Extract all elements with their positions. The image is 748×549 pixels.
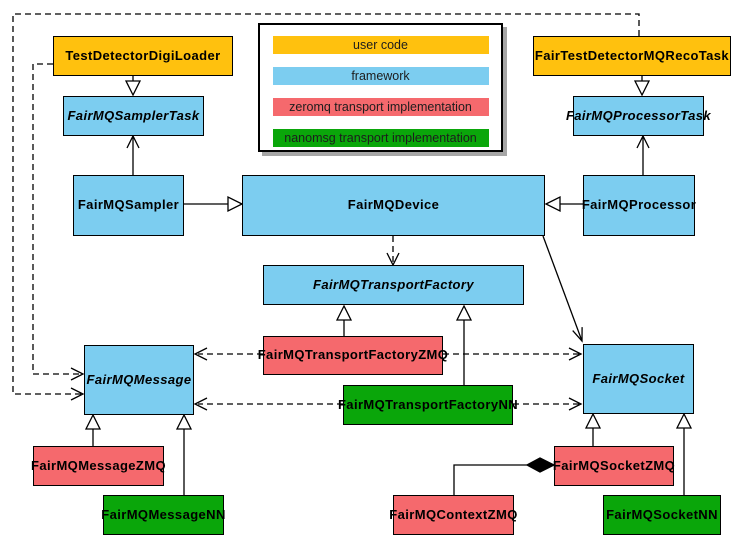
- edge-socketnn-socket-inheritance: [675, 412, 693, 495]
- class-fairmqmessage: FairMQMessage: [84, 345, 194, 415]
- edge-processor-device-inheritance: [544, 195, 583, 213]
- class-fairmqmessagezmq: FairMQMessageZMQ: [31, 446, 166, 486]
- legend-item-user-code: user code: [272, 36, 489, 54]
- class-label: FairMQMessageNN: [101, 506, 226, 522]
- edge-device-socket-association: [542, 235, 583, 343]
- class-fairtestdetectormqrecotask: FairTestDetectorMQRecoTask: [533, 36, 731, 76]
- class-label: FairMQContextZMQ: [389, 506, 518, 522]
- edge-factorynn-message-dependency: [193, 397, 343, 411]
- class-label: FairMQProcessor: [581, 197, 697, 213]
- legend: user code framework zeromq transport imp…: [258, 23, 503, 152]
- edge-contextzmq-socketzmq-composition: [453, 457, 556, 495]
- edge-sampler-samplertask-association: [126, 134, 140, 175]
- class-fairmqsamplertask: FairMQSamplerTask: [63, 96, 204, 136]
- class-fairmqsocketnn: FairMQSocketNN: [603, 495, 721, 535]
- legend-label-user-code: user code: [353, 38, 408, 52]
- class-label: FairMQProcessorTask: [565, 107, 712, 123]
- legend-label-zeromq: zeromq transport implementation: [289, 100, 472, 114]
- edge-factorynn-socket-dependency: [513, 397, 583, 411]
- class-label: FairMQSampler: [77, 197, 180, 213]
- class-label: FairMQSocketNN: [606, 506, 718, 522]
- legend-label-nanomsg: nanomsg transport implementation: [284, 131, 477, 145]
- edge-factoryzmq-transportfactory-inheritance: [335, 304, 353, 336]
- edge-messagezmq-message-inheritance: [84, 413, 102, 446]
- class-fairmqtransportfactory: FairMQTransportFactory: [263, 265, 524, 305]
- class-label: FairMQTransportFactory: [313, 276, 474, 292]
- class-label: FairMQTransportFactoryNN: [337, 396, 519, 412]
- edge-recotask-processortask-inheritance: [633, 76, 651, 97]
- class-label: FairMQMessage: [86, 371, 192, 387]
- class-label: FairTestDetectorMQRecoTask: [534, 47, 730, 63]
- edge-recotask-message-dependency: [12, 13, 640, 401]
- edge-messagenn-message-inheritance: [175, 413, 193, 495]
- class-testdetectordigiloader: TestDetectorDigiLoader: [53, 36, 233, 76]
- legend-label-framework: framework: [351, 69, 410, 83]
- class-fairmqprocessortask: FairMQProcessorTask: [566, 96, 711, 136]
- class-label: FairMQSocket: [592, 370, 685, 386]
- edge-factorynn-transportfactory-inheritance: [455, 304, 473, 385]
- edge-sampler-device-inheritance: [184, 195, 244, 213]
- legend-item-zeromq: zeromq transport implementation: [272, 98, 489, 116]
- class-label: FairMQDevice: [347, 197, 440, 213]
- edge-factoryzmq-socket-dependency: [443, 347, 583, 361]
- class-fairmqtransportfactoryzmq: FairMQTransportFactoryZMQ: [258, 336, 448, 375]
- edge-device-transportfactory-dependency: [386, 236, 400, 267]
- class-fairmqsocketzmq: FairMQSocketZMQ: [552, 446, 676, 486]
- class-label: FairMQSocketZMQ: [552, 457, 676, 473]
- edge-processor-processortask-association: [636, 134, 650, 175]
- class-fairmqsampler: FairMQSampler: [73, 175, 184, 236]
- class-fairmqcontextzmq: FairMQContextZMQ: [389, 495, 517, 535]
- class-fairmqtransportfactorynn: FairMQTransportFactoryNN: [338, 385, 518, 425]
- legend-item-nanomsg: nanomsg transport implementation: [272, 129, 489, 147]
- class-fairmqdevice: FairMQDevice: [242, 175, 545, 236]
- class-label: FairMQTransportFactoryZMQ: [257, 347, 449, 363]
- class-fairmqmessagenn: FairMQMessageNN: [101, 495, 226, 535]
- class-label: FairMQMessageZMQ: [31, 457, 166, 473]
- edge-digiloader-samplertask-inheritance: [124, 76, 142, 97]
- legend-item-framework: framework: [272, 67, 489, 85]
- class-fairmqsocket: FairMQSocket: [583, 344, 694, 414]
- edge-factoryzmq-message-dependency: [193, 347, 263, 361]
- edge-digiloader-message-dependency: [32, 63, 85, 381]
- edge-socketzmq-socket-inheritance: [584, 412, 602, 446]
- class-label: TestDetectorDigiLoader: [65, 47, 221, 63]
- class-fairmqprocessor: FairMQProcessor: [581, 175, 697, 236]
- class-label: FairMQSamplerTask: [67, 107, 200, 123]
